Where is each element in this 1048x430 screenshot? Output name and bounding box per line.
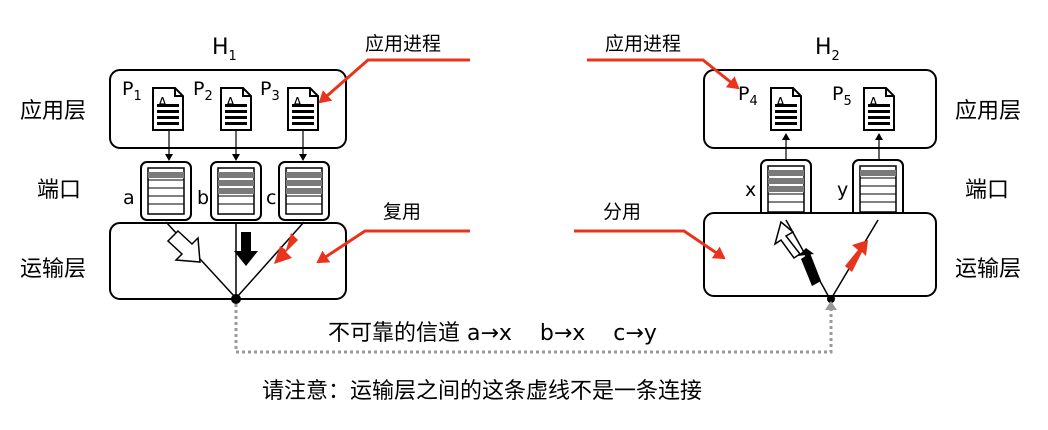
svg-text:c: c <box>266 187 276 209</box>
callout-demux: 分用 <box>603 201 641 223</box>
red-arrow-c <box>274 233 298 264</box>
host2-channel-node <box>827 295 835 303</box>
callout-mux: 复用 <box>383 201 421 223</box>
label-app-layer-right: 应用层 <box>955 99 1021 124</box>
label-port-right: 端口 <box>965 178 1009 203</box>
note-text: 请注意：运输层之间的这条虚线不是一条连接 <box>262 379 702 404</box>
channel-label: 不可靠的信道 a→x b→x c→y <box>328 321 657 346</box>
svg-text:b: b <box>197 187 209 209</box>
svg-text:P5: P5 <box>832 83 852 109</box>
red-arrow-y <box>845 240 868 272</box>
host2-app-layer-box <box>703 69 937 149</box>
black-arrow-b <box>234 232 258 266</box>
svg-text:A: A <box>158 96 167 111</box>
label-transport-layer-left: 运输层 <box>20 257 86 282</box>
host1-name: H1 <box>212 35 237 64</box>
svg-text:A: A <box>226 96 235 111</box>
host1-transport-layer-box <box>109 222 347 300</box>
port-a: a <box>123 161 192 221</box>
svg-text:a: a <box>123 187 135 209</box>
process-p4: P4 A <box>738 83 802 131</box>
svg-text:A: A <box>776 96 785 111</box>
callout-app-process-left: 应用进程 <box>365 33 441 55</box>
svg-text:P3: P3 <box>260 78 280 104</box>
label-app-layer-left: 应用层 <box>20 99 86 124</box>
svg-text:A: A <box>293 96 302 111</box>
host2-name: H2 <box>815 35 840 64</box>
process-p5: P5 A <box>832 83 895 131</box>
port-x: x <box>745 159 812 219</box>
hollow-arrow-a <box>166 229 201 263</box>
svg-text:x: x <box>745 179 756 201</box>
process-p1: P1 A <box>122 78 184 131</box>
process-p2: P2 A <box>193 78 252 131</box>
svg-text:P1: P1 <box>122 78 142 104</box>
port-c: c <box>266 161 330 221</box>
host1-channel-node <box>231 294 241 304</box>
label-transport-layer-right: 运输层 <box>955 257 1021 282</box>
svg-text:P4: P4 <box>738 83 758 109</box>
callout-arrow-app-process-left <box>318 58 470 104</box>
callout-arrow-app-process-right <box>587 58 740 90</box>
label-port-left: 端口 <box>37 178 81 203</box>
svg-text:y: y <box>837 179 848 201</box>
svg-text:P2: P2 <box>193 78 213 104</box>
callout-arrow-demux <box>574 229 726 260</box>
process-p3: P3 A <box>260 78 319 131</box>
unreliable-channel-dotted-line <box>234 304 833 354</box>
black-arrow-x <box>801 253 821 286</box>
hollow-arrow-x <box>773 220 802 260</box>
host2-transport-layer-box <box>703 212 937 297</box>
svg-text:A: A <box>869 96 878 111</box>
callout-arrow-mux <box>316 229 470 264</box>
callout-app-process-right: 应用进程 <box>605 33 681 55</box>
port-y: y <box>837 159 904 219</box>
port-b: b <box>197 161 262 221</box>
